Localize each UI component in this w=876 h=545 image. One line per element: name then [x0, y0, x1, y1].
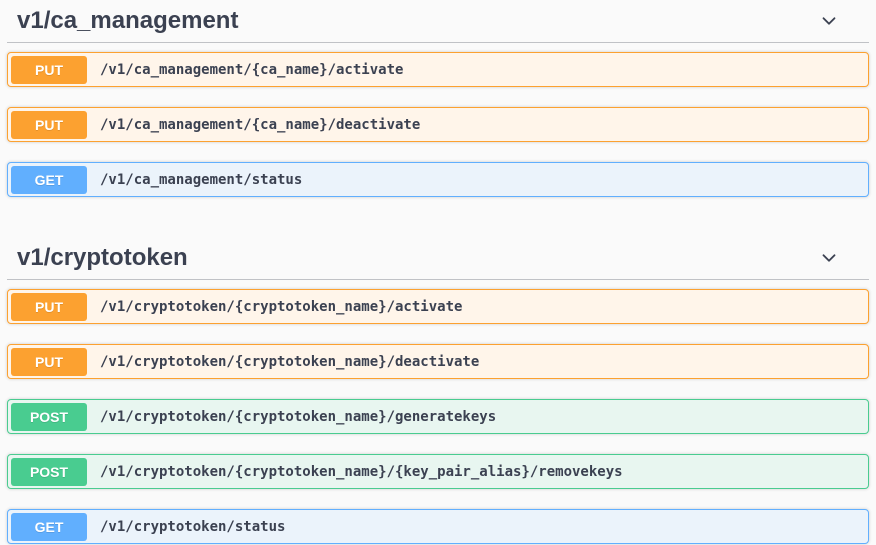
- operation-row-put-cryptotoken-activate[interactable]: PUT /v1/cryptotoken/{cryptotoken_name}/a…: [7, 289, 869, 324]
- method-badge: GET: [11, 165, 87, 194]
- chevron-down-icon[interactable]: [818, 10, 840, 32]
- chevron-down-icon[interactable]: [818, 247, 840, 269]
- operation-path: /v1/cryptotoken/{cryptotoken_name}/deact…: [100, 353, 480, 370]
- operation-path: /v1/cryptotoken/{cryptotoken_name}/activ…: [100, 298, 463, 315]
- operation-row-put-cryptotoken-deactivate[interactable]: PUT /v1/cryptotoken/{cryptotoken_name}/d…: [7, 344, 869, 379]
- tag-section-header-ca-management[interactable]: v1/ca_management: [7, 0, 869, 43]
- operation-row-get-cryptotoken-status[interactable]: GET /v1/cryptotoken/status: [7, 509, 869, 544]
- operation-path: /v1/cryptotoken/{cryptotoken_name}/{key_…: [100, 463, 623, 480]
- operation-path: /v1/cryptotoken/status: [100, 518, 286, 535]
- tag-section-header-cryptotoken[interactable]: v1/cryptotoken: [7, 217, 869, 280]
- operation-row-post-cryptotoken-removekeys[interactable]: POST /v1/cryptotoken/{cryptotoken_name}/…: [7, 454, 869, 489]
- method-badge: PUT: [11, 292, 87, 321]
- method-badge: POST: [11, 457, 87, 486]
- method-badge: PUT: [11, 55, 87, 84]
- method-badge: POST: [11, 402, 87, 431]
- method-badge: PUT: [11, 110, 87, 139]
- operation-row-get-ca-status[interactable]: GET /v1/ca_management/status: [7, 162, 869, 197]
- operation-path: /v1/ca_management/status: [100, 171, 303, 188]
- tag-section-title: v1/cryptotoken: [17, 244, 188, 271]
- method-badge: PUT: [11, 347, 87, 376]
- operation-path: /v1/cryptotoken/{cryptotoken_name}/gener…: [100, 408, 497, 425]
- operation-path: /v1/ca_management/{ca_name}/activate: [100, 61, 404, 78]
- tag-section-title: v1/ca_management: [17, 7, 239, 34]
- operation-path: /v1/ca_management/{ca_name}/deactivate: [100, 116, 421, 133]
- operation-row-post-cryptotoken-generatekeys[interactable]: POST /v1/cryptotoken/{cryptotoken_name}/…: [7, 399, 869, 434]
- method-badge: GET: [11, 512, 87, 541]
- operation-row-put-ca-activate[interactable]: PUT /v1/ca_management/{ca_name}/activate: [7, 52, 869, 87]
- operation-row-put-ca-deactivate[interactable]: PUT /v1/ca_management/{ca_name}/deactiva…: [7, 107, 869, 142]
